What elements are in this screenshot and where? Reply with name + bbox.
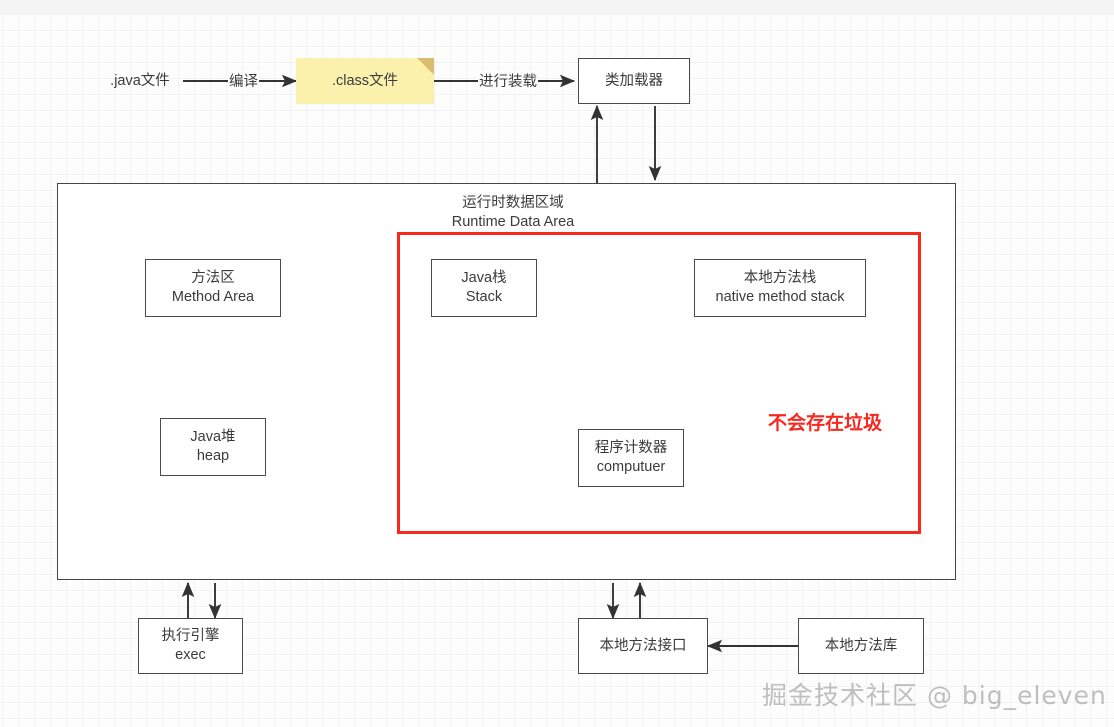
java-heap-label-cn: Java堆 — [190, 429, 236, 446]
node-class-loader[interactable]: 类加载器 — [578, 58, 690, 104]
exec-engine-label-en: exec — [175, 647, 206, 663]
top-strip — [0, 0, 1114, 14]
watermark: 掘金技术社区 @ big_eleven — [762, 681, 1107, 710]
native-method-stack-label-cn: 本地方法栈 — [743, 270, 817, 287]
exec-engine-label-cn: 执行引擎 — [161, 628, 220, 645]
node-native-library[interactable]: 本地方法库 — [798, 618, 924, 674]
node-class-file[interactable]: .class文件 — [296, 58, 434, 104]
native-method-stack-label-en: native method stack — [715, 289, 845, 305]
runtime-data-area-title: 运行时数据区域 Runtime Data Area — [418, 194, 608, 231]
program-counter-label-en: computuer — [596, 459, 666, 475]
java-stack-label-cn: Java栈 — [461, 270, 507, 287]
program-counter-label-cn: 程序计数器 — [594, 440, 668, 457]
no-garbage-label: 不会存在垃圾 — [768, 413, 883, 434]
node-java-stack[interactable]: Java栈 Stack — [431, 259, 537, 317]
node-java-heap[interactable]: Java堆 heap — [160, 418, 266, 476]
node-exec-engine[interactable]: 执行引擎 exec — [138, 618, 243, 674]
class-loader-label: 类加载器 — [605, 72, 663, 89]
edge-label-compile: 编译 — [228, 70, 259, 91]
runtime-title-en: Runtime Data Area — [451, 213, 575, 230]
node-java-file[interactable]: .java文件 — [96, 68, 184, 94]
method-area-label-en: Method Area — [171, 289, 255, 305]
node-method-area[interactable]: 方法区 Method Area — [145, 259, 281, 317]
node-native-method-stack[interactable]: 本地方法栈 native method stack — [694, 259, 866, 317]
class-file-label: .class文件 — [331, 72, 399, 89]
native-interface-label: 本地方法接口 — [599, 637, 687, 654]
node-program-counter[interactable]: 程序计数器 computuer — [578, 429, 684, 487]
no-garbage-region — [397, 232, 921, 534]
java-file-label: .java文件 — [110, 72, 170, 89]
edge-label-load: 进行装载 — [478, 70, 538, 91]
method-area-label-cn: 方法区 — [191, 270, 235, 287]
java-stack-label-en: Stack — [465, 289, 503, 305]
note-fold-icon — [417, 58, 434, 75]
native-library-label: 本地方法库 — [824, 637, 898, 654]
java-heap-label-en: heap — [196, 448, 230, 464]
runtime-data-area-container — [57, 183, 956, 580]
node-native-interface[interactable]: 本地方法接口 — [578, 618, 708, 674]
runtime-title-cn: 运行时数据区域 — [462, 195, 564, 211]
